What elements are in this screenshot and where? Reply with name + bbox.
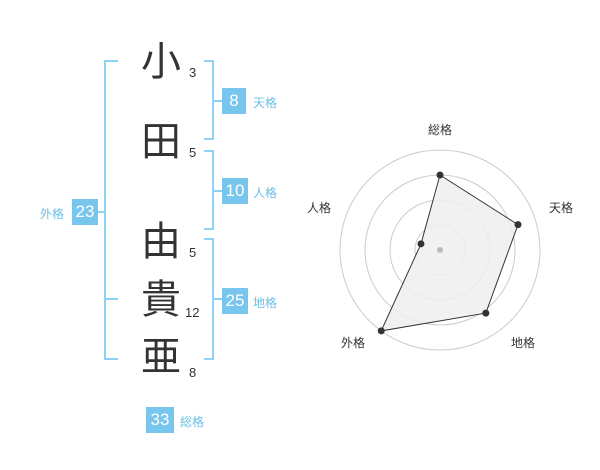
radar-point-0 (436, 171, 444, 179)
kanji-4: 貴 (141, 277, 181, 323)
stroke-count-1: 3 (189, 65, 197, 80)
radar-point-3 (377, 327, 385, 335)
chikaku-connector (212, 298, 222, 300)
radar-label-tenkaku: 天格 (549, 201, 574, 215)
chikaku-value: 25 (222, 288, 248, 314)
soukaku-value: 33 (146, 407, 174, 433)
jinkaku-bracket-bottom (204, 228, 214, 230)
jinkaku-connector (212, 190, 222, 192)
jinkaku-bracket-top (204, 150, 214, 152)
gaikaku-bracket-mid (104, 298, 118, 300)
radar-point-4 (417, 240, 425, 248)
kanji-1: 小 (141, 39, 181, 85)
stroke-count-3: 5 (189, 245, 197, 260)
chikaku-bracket-bottom (204, 358, 214, 360)
gaikaku-value: 23 (72, 199, 98, 225)
radar-center-dot (437, 247, 443, 253)
gaikaku-connector (96, 211, 106, 213)
stroke-count-5: 8 (189, 365, 197, 380)
radar-ring-4 (339, 149, 541, 351)
gaikaku-bracket-bottom (104, 358, 118, 360)
stroke-count-4: 12 (185, 305, 200, 320)
kanji-3: 由 (141, 219, 181, 265)
tenkaku-value: 8 (222, 88, 246, 114)
soukaku-label: 総格 (180, 415, 205, 429)
gaikaku-label: 外格 (40, 207, 65, 221)
radar-label-gaikaku: 外格 (341, 336, 366, 350)
chikaku-label: 地格 (253, 296, 278, 310)
gaikaku-bracket (104, 60, 106, 360)
gaikaku-bracket-top (104, 60, 118, 62)
kanji-2: 田 (141, 119, 181, 165)
radar-point-1 (514, 221, 522, 229)
chikaku-bracket-top (204, 238, 214, 240)
kanji-5: 亜 (141, 334, 181, 380)
tenkaku-connector (212, 100, 222, 102)
tenkaku-bracket-bottom (204, 138, 214, 140)
jinkaku-value: 10 (222, 178, 248, 204)
tenkaku-label: 天格 (253, 96, 278, 110)
stroke-count-2: 5 (189, 145, 197, 160)
tenkaku-bracket-top (204, 60, 214, 62)
radar-label-jinkaku: 人格 (307, 201, 332, 215)
jinkaku-label: 人格 (253, 186, 278, 200)
radar-area (380, 174, 519, 332)
radar-point-2 (482, 309, 490, 317)
radar-label-chikaku: 地格 (511, 336, 536, 350)
radar-label-soukaku: 総格 (428, 123, 453, 137)
